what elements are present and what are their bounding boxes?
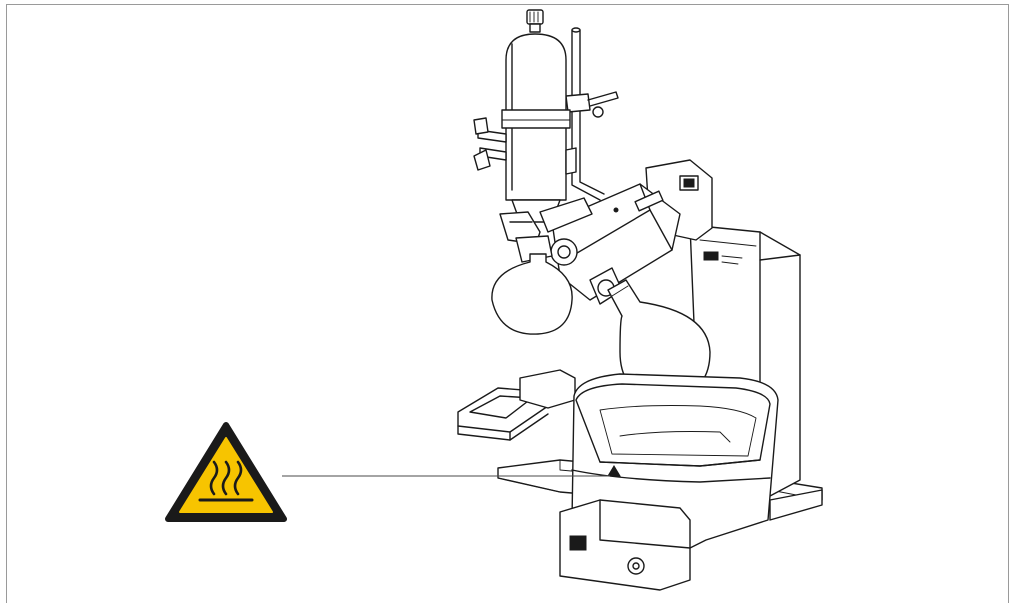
bath-warning-mark-icon [607, 465, 621, 477]
hot-surface-warning-icon [165, 422, 287, 522]
lift-handle [457, 369, 576, 441]
display-icon [683, 178, 695, 188]
receiving-flask [491, 253, 573, 335]
condenser [473, 9, 577, 223]
power-switch-icon [569, 535, 587, 551]
figure-frame [6, 4, 1009, 603]
brand-logo-icon [703, 251, 719, 261]
support-rod [565, 27, 619, 201]
heating-bath [559, 373, 779, 591]
